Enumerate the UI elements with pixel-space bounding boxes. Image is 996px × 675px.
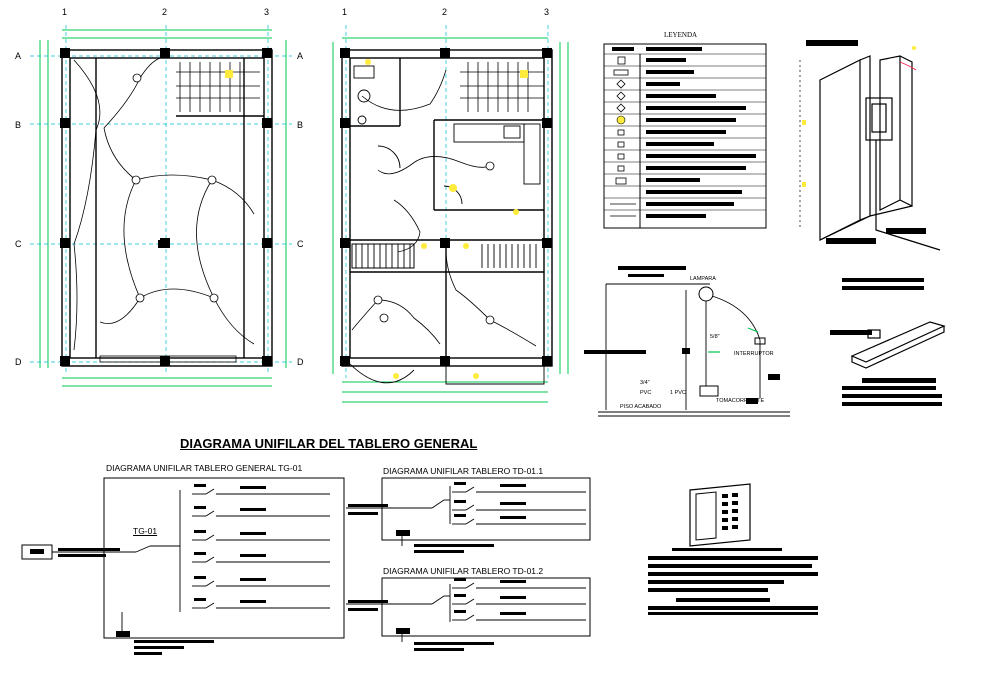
label-pvc-2: 1 PVC	[670, 390, 686, 396]
floor-plan-2	[332, 25, 569, 403]
axis-bubble-c: C	[15, 239, 22, 249]
label-diameter-2: 5/8"	[710, 334, 720, 340]
label-tomacorriente: TOMACORRIENTE	[716, 398, 765, 404]
diagram-main-title: DIAGRAMA UNIFILAR DEL TABLERO GENERAL	[180, 436, 478, 451]
label-pvc-1: PVC	[640, 390, 652, 396]
td011-diagram-title: DIAGRAMA UNIFILAR TABLERO TD-01.1	[383, 466, 544, 476]
label-lampara: LAMPARA	[690, 276, 716, 282]
td012-diagram-title: DIAGRAMA UNIFILAR TABLERO TD-01.2	[383, 566, 544, 576]
axis-bubble-b: B	[297, 120, 304, 130]
diagram-tg01	[21, 477, 345, 655]
label-interruptor: INTERRUPTOR	[734, 351, 774, 357]
installation-detail	[584, 266, 790, 417]
branch-circuit	[192, 484, 330, 495]
luminaire-detail	[830, 278, 946, 406]
axis-bubble-2: 2	[162, 7, 168, 17]
tg-diagram-title: DIAGRAMA UNIFILAR TABLERO GENERAL TG-01	[106, 463, 303, 473]
wall-detail-3d	[799, 40, 941, 251]
branch-circuit	[452, 514, 586, 525]
legend-table	[603, 43, 767, 229]
label-piso: PISO ACABADO	[620, 404, 662, 410]
tg-label: TG-01	[133, 526, 158, 536]
branch-circuit	[192, 598, 330, 609]
panel-board-detail	[648, 483, 818, 615]
floor-plan-1	[30, 25, 292, 387]
axis-bubble-c: C	[297, 239, 304, 249]
axis-bubble-2: 2	[442, 7, 448, 17]
axis-bubble-a: A	[15, 51, 22, 61]
axis-bubble-d: D	[15, 357, 22, 367]
diagram-td011	[346, 477, 591, 553]
branch-circuit	[192, 506, 330, 517]
axis-bubble-b: B	[15, 120, 22, 130]
label-diameter-1: 3/4"	[640, 380, 650, 386]
axis-bubble-3: 3	[264, 7, 270, 17]
branch-circuit	[192, 530, 330, 541]
branch-circuit	[452, 482, 586, 493]
axis-bubble-1: 1	[342, 7, 348, 17]
axis-bubble-1: 1	[62, 7, 68, 17]
branch-circuit	[452, 500, 586, 511]
branch-circuit	[452, 610, 586, 621]
axis-bubble-d: D	[297, 357, 304, 367]
legend-title: LEYENDA	[664, 31, 698, 39]
branch-circuit	[452, 594, 586, 605]
branch-circuit	[192, 576, 330, 587]
branch-circuit	[192, 552, 330, 563]
axis-bubble-3: 3	[544, 7, 550, 17]
axis-bubble-a: A	[297, 51, 304, 61]
branch-circuit	[452, 578, 586, 589]
diagram-td012	[346, 577, 591, 651]
